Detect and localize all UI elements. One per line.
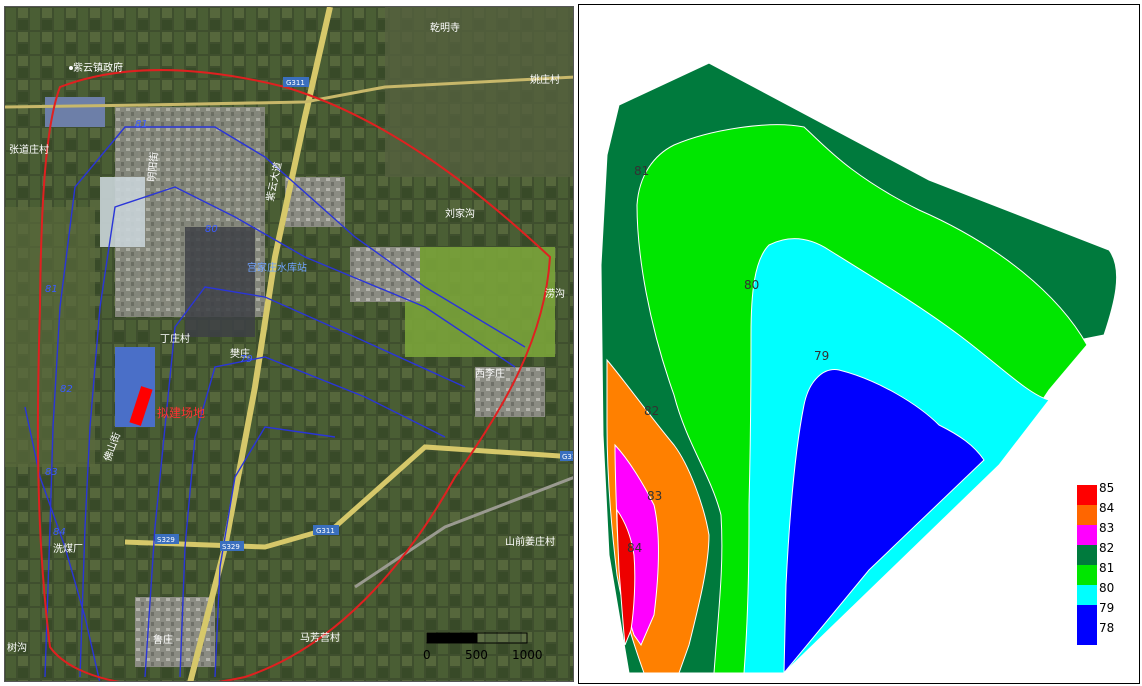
west-vegetation [5,207,95,467]
green-fields [405,247,555,357]
railway [354,476,573,589]
town-hall-dot [69,66,73,70]
road-badge-s329b: S329 [222,543,240,551]
contour-label-83: 83 [45,467,58,478]
zone-label-82: 82 [644,404,659,418]
legend-label-85: 85 [1099,481,1114,495]
place-label-fz: 樊庄 [230,347,250,360]
legend-swatch-82 [1077,545,1097,565]
road-badge-s329: S329 [157,536,175,544]
road-label-mcj: 明阳街 [145,151,161,182]
village-cluster-2 [475,367,545,417]
legend-label-81: 81 [1099,561,1114,575]
place-label-ljg: 刘家沟 [445,207,475,220]
place-label-lz: 鲁庄 [153,633,173,646]
scale-label-500: 500 [465,648,488,662]
place-label-qms: 乾明寺 [430,21,460,34]
place-label-sqjzc: 山前姜庄村 [505,535,555,548]
legend-label-79: 79 [1099,601,1114,615]
s329-badge [155,534,179,544]
zone-label-81: 81 [634,164,649,178]
site-label: 拟建场地 [157,406,205,420]
scale-label-1000: 1000 [512,648,543,662]
factory-roofs [100,177,145,247]
place-label-lg: 涝沟 [545,287,565,300]
place-label-dzc: 丁庄村 [160,332,190,345]
zone-85 [616,508,636,646]
legend-swatch-78 [1077,625,1097,645]
zone-79 [783,369,985,675]
legend-label-82: 82 [1099,541,1114,555]
place-label-xmc: 洗煤厂 [53,542,83,555]
legend-swatch-84 [1077,505,1097,525]
zone-label-84: 84 [627,541,642,555]
hill-area [385,7,573,177]
satellite-map[interactable]: 紫云镇政府 乾明寺 姚庄村 张道庄村 刘家沟 涝沟 丁庄村 樊庄 西李庄 洗煤厂… [4,6,574,682]
road-badge-g311a: G311 [286,79,305,87]
zone-label-80: 80 [744,278,759,292]
place-label-yzc: 姚庄村 [530,73,560,86]
satellite-map-canvas: 紫云镇政府 乾明寺 姚庄村 张道庄村 刘家沟 涝沟 丁庄村 樊庄 西李庄 洗煤厂… [5,7,574,681]
contour-map[interactable]: 81 80 79 82 83 84 85 84 83 82 81 80 79 78 [578,4,1140,684]
study-area-boundary [36,69,552,681]
g311-badge-north [283,77,309,87]
contour-label-82: 82 [60,384,73,395]
legend-label-80: 80 [1099,581,1114,595]
contour-label-79: 79 [240,354,253,365]
legend-label-78: 78 [1099,621,1114,635]
place-label-sg: 树沟 [7,641,27,654]
road-badge-g31: G31 [562,453,574,461]
scale-bar: 0 500 1000 [423,632,543,662]
s329-badge-2 [220,541,244,551]
place-label-gzz: 宫家庄水库站 [247,261,307,274]
contour-map-canvas: 81 80 79 82 83 84 85 84 83 82 81 80 79 78 [600,62,1118,675]
proposed-site-marker[interactable] [129,386,153,426]
g311-badge-south [313,525,339,535]
g31-badge [560,451,573,461]
place-label-mfyc: 马芳营村 [300,631,340,644]
contour-label-84: 84 [53,527,66,538]
north-south-highway [187,7,333,681]
place-label-zdzc: 张道庄村 [9,143,49,156]
contour-label-81a: 81 [135,119,148,130]
village-cluster-1 [350,247,420,302]
legend-swatch-81 [1077,565,1097,585]
road-badge-g311b: G311 [316,527,335,535]
steel-plant [185,227,255,337]
contour-legend: 85 84 83 82 81 80 79 78 [1077,481,1114,645]
place-label-xlz: 西李庄 [475,367,505,380]
legend-swatch-79 [1077,605,1097,625]
legend-swatch-83 [1077,525,1097,545]
zone-label-83: 83 [647,489,662,503]
legend-label-84: 84 [1099,501,1114,515]
contour-label-80: 80 [205,224,218,235]
g311-road-north [5,75,573,109]
legend-swatch-80 [1077,585,1097,605]
zone-label-79: 79 [814,349,829,363]
place-label-zyzf: 紫云镇政府 [73,61,123,74]
legend-label-83: 83 [1099,521,1114,535]
contour-label-81b: 81 [45,284,58,295]
legend-swatch-85 [1077,485,1097,505]
groundwater-contours [24,126,526,681]
scale-label-0: 0 [423,648,431,662]
